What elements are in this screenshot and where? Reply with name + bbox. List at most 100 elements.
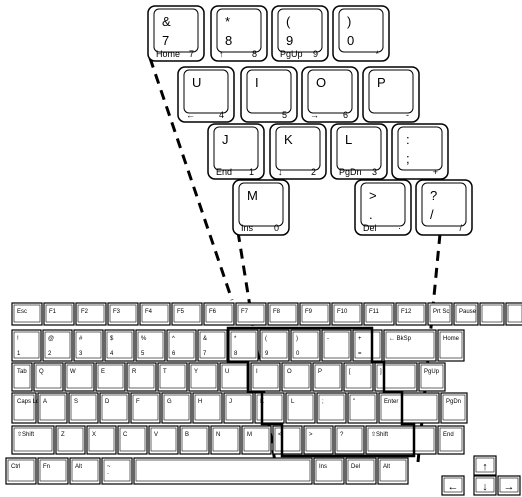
key-v: V <box>148 425 179 455</box>
arrow-key-down: ↓ <box>473 475 497 496</box>
zoom-key-top-label: M <box>247 188 258 203</box>
key-sub-label: 2 <box>48 351 52 357</box>
zoom-key-o: O→6 <box>301 66 359 123</box>
key-label: O <box>287 369 292 375</box>
key-q: Q <box>33 362 64 392</box>
key-d: D <box>99 392 130 424</box>
zoom-key-i: I5 <box>240 66 298 123</box>
key-symbol: &7 <box>197 329 228 362</box>
zoom-key-top-label: : <box>406 132 410 147</box>
key-u: U <box>219 362 250 392</box>
key-spacebar <box>133 457 313 485</box>
zoom-key-top-label: ( <box>286 14 291 29</box>
key-label: % <box>141 336 147 342</box>
zoom-key-nav-label: ↓ <box>278 167 283 177</box>
key-sub-label: = <box>358 351 362 357</box>
key-label: F10 <box>337 309 348 315</box>
key-symbol: > <box>303 425 334 455</box>
zoom-key-top-label: P <box>377 75 386 90</box>
callout-dash-line <box>416 233 442 463</box>
key-label: V <box>154 432 158 438</box>
key-i: I <box>250 362 281 392</box>
key-m: M <box>241 425 272 455</box>
zoom-key-nav-label: Del <box>363 223 377 233</box>
zoom-key-num-label: 3 <box>372 167 377 177</box>
key-a: A <box>37 392 68 424</box>
key-f: F <box>130 392 161 424</box>
key-label: F9 <box>305 309 313 315</box>
key-label: PgDn <box>446 399 461 405</box>
zoom-key-nav-label: → <box>310 110 319 120</box>
key-z: Z <box>55 425 86 455</box>
fn-key-esc: Esc <box>11 302 43 326</box>
zoom-key-nav-label: PgDn <box>339 167 362 177</box>
zoom-key-num-label: / <box>459 223 462 233</box>
key-label: Esc <box>17 309 27 315</box>
key-label: Home <box>443 336 460 342</box>
key-label: M <box>247 432 252 438</box>
fn-key-f2: F2 <box>75 302 107 326</box>
key-label: X <box>92 432 96 438</box>
key-shift: ⇧Shift <box>11 425 55 455</box>
key-label: Prt Sc <box>433 309 449 315</box>
key-label: E <box>101 369 105 375</box>
zoom-key-num-label: 4 <box>219 110 224 120</box>
key-symbol: $4 <box>104 329 135 362</box>
fn-key-f8: F8 <box>267 302 299 326</box>
key-symbol: !1 <box>11 329 42 362</box>
key-sub-label: 6 <box>172 351 176 357</box>
key-label: # <box>79 336 83 342</box>
key-fn: Fn <box>37 457 69 485</box>
key-sub-label: 1 <box>17 351 21 357</box>
zoom-key-main-label: 8 <box>225 33 232 48</box>
key-label: A <box>43 399 47 405</box>
key-sub-label: 7 <box>203 351 207 357</box>
zoom-key-main-label: ; <box>406 151 410 166</box>
key-ctrl: Ctrl <box>5 457 37 485</box>
fn-key-f3: F3 <box>107 302 139 326</box>
key-label: + <box>358 336 362 342</box>
key-label: F11 <box>369 309 380 315</box>
key-label: F3 <box>113 309 121 315</box>
key-label: ! <box>17 336 19 342</box>
key-symbol: )0 <box>290 329 321 362</box>
key-j: J <box>223 392 254 424</box>
key-label: L <box>291 399 295 405</box>
zoom-key-u: U←4 <box>177 66 235 123</box>
zoom-key-main-label: 0 <box>347 33 354 48</box>
fn-key-f9: F9 <box>299 302 331 326</box>
key-label: ( <box>265 336 267 342</box>
zoom-key-main-label: / <box>430 207 434 222</box>
key-shift: ⇧Shift <box>365 425 437 455</box>
key-label: Alt <box>383 464 390 470</box>
key-pgdn: PgDn <box>440 392 468 424</box>
callout-dash-line <box>148 57 234 301</box>
key-sub-label: 9 <box>265 351 269 357</box>
key-g: G <box>161 392 192 424</box>
key-label: < <box>278 432 282 438</box>
key-symbol: (9 <box>259 329 290 362</box>
key-l: L <box>285 392 316 424</box>
zoom-key-top-label: * <box>225 14 230 29</box>
zoom-key-k: K↓2 <box>269 123 327 180</box>
zoom-key-num-label: 8 <box>252 49 257 59</box>
key-symbol: ^6 <box>166 329 197 362</box>
key-label: C <box>123 432 128 438</box>
key-symbol: %5 <box>135 329 166 362</box>
zoom-key-slash: ?// <box>415 179 473 236</box>
fn-key-prt-sc: Prt Sc <box>427 302 453 326</box>
key-label: $ <box>110 336 114 342</box>
key-sub-label: 8 <box>234 351 238 357</box>
key-label: [ <box>349 369 351 375</box>
zoom-key-num-label: 1 <box>249 167 254 177</box>
key-sub-label: 5 <box>141 351 145 357</box>
zoom-key-main-label: 7 <box>162 33 169 48</box>
key-del: Del <box>345 457 377 485</box>
key-symbol: #3 <box>73 329 104 362</box>
key-label: ? <box>340 432 344 438</box>
key-r: R <box>126 362 157 392</box>
key-n: N <box>210 425 241 455</box>
arrow-glyph: ← <box>448 481 459 493</box>
